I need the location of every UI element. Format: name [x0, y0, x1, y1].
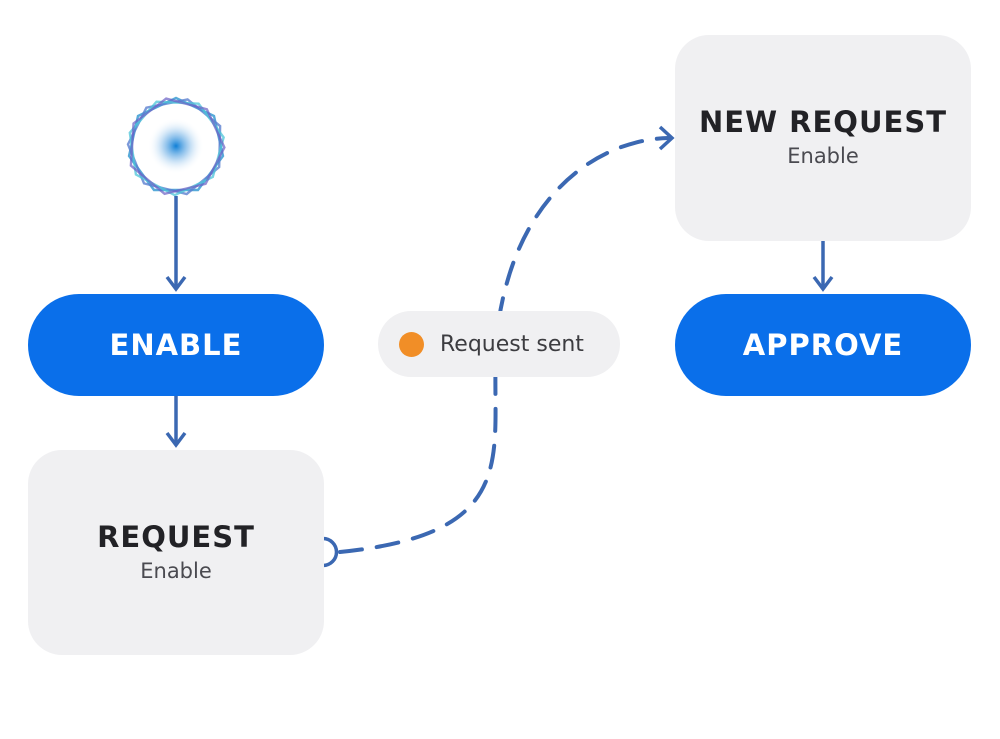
status-label: Request sent — [440, 331, 584, 357]
arrow-enable-to-request — [165, 396, 187, 448]
dashed-connector — [338, 136, 670, 554]
enable-node[interactable]: ENABLE — [28, 294, 324, 396]
request-node[interactable]: REQUEST Enable — [28, 450, 324, 655]
request-node-title: REQUEST — [97, 519, 255, 554]
status-dot-icon — [399, 331, 424, 357]
new-request-node-subtitle: Enable — [787, 144, 859, 168]
enable-node-label: ENABLE — [109, 328, 243, 362]
start-orb-icon — [126, 96, 226, 197]
status-chip: Request sent — [378, 311, 620, 377]
approve-node-label: APPROVE — [742, 328, 904, 362]
new-request-node-title: NEW REQUEST — [699, 105, 947, 139]
arrow-new-request-to-approve — [812, 241, 834, 292]
new-request-node[interactable]: NEW REQUEST Enable — [675, 35, 971, 241]
dashed-connector-arrowhead — [658, 125, 675, 151]
arrow-start-to-enable — [165, 196, 187, 292]
approve-node[interactable]: APPROVE — [675, 294, 971, 396]
request-node-subtitle: Enable — [140, 558, 212, 583]
